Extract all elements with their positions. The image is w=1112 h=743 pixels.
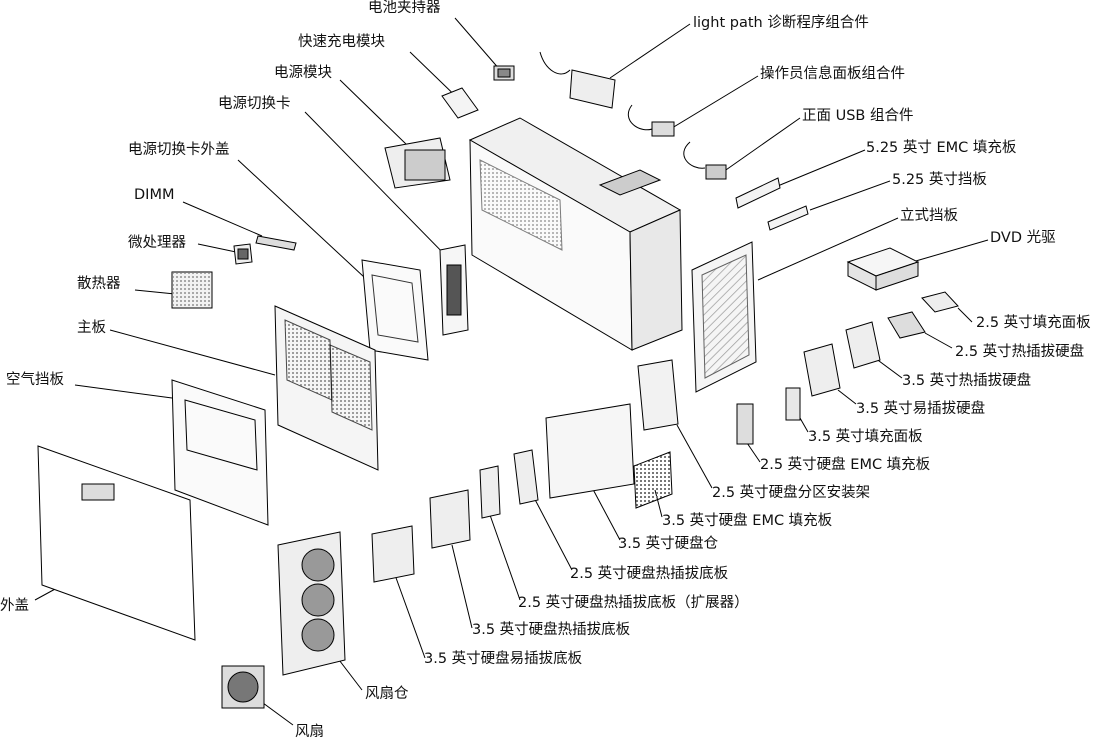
label-bezel-525: 5.25 英寸挡板: [892, 172, 987, 188]
label-cage-35: 3.5 英寸硬盘仓: [618, 536, 719, 552]
label-dvd-drive: DVD 光驱: [990, 230, 1056, 246]
emc-filler-525-part: [735, 177, 781, 209]
cage-35-part: [545, 403, 635, 499]
heat-sink-part: [171, 271, 213, 309]
label-front-usb-assembly: 正面 USB 组合件: [802, 108, 914, 124]
label-battery-holder: 电池夹持器: [368, 0, 441, 16]
power-module-part: [384, 137, 451, 189]
label-backplate-35-simple: 3.5 英寸硬盘易插拔底板: [424, 651, 583, 667]
label-filler-35: 3.5 英寸填充面板: [808, 429, 923, 445]
power-paddle-cover-part: [361, 259, 429, 361]
operator-panel-part: [627, 104, 675, 137]
dvd-drive-part: [846, 247, 920, 291]
label-operator-panel-assembly: 操作员信息面板组合件: [760, 66, 905, 82]
label-cage-25: 2.5 英寸硬盘分区安装架: [712, 485, 871, 501]
label-fan-cage: 风扇仓: [365, 686, 409, 702]
label-power-paddle-card: 电源切换卡: [218, 96, 291, 112]
label-dimm: DIMM: [134, 187, 175, 203]
label-fan: 风扇: [295, 724, 324, 740]
label-light-path-assembly: light path 诊断程序组合件: [693, 15, 869, 31]
label-filler-25: 2.5 英寸填充面板: [976, 315, 1091, 331]
power-paddle-card-part: [439, 244, 469, 336]
label-backplate-25: 2.5 英寸硬盘热插拔底板: [570, 566, 729, 582]
dimm-part: [255, 235, 297, 251]
fan-part: [221, 665, 265, 709]
front-usb-assembly-part: [683, 141, 727, 180]
label-microprocessor: 微处理器: [128, 235, 186, 251]
bezel-525-part: [767, 205, 809, 231]
chassis-part: [468, 117, 683, 351]
label-power-paddle-card-cover: 电源切换卡外盖: [128, 142, 230, 158]
label-power-module: 电源模块: [274, 65, 332, 81]
microprocessor-part: [233, 243, 253, 265]
label-backplate-25-expander: 2.5 英寸硬盘热插拔底板（扩展器）: [518, 595, 749, 611]
label-heat-sink: 散热器: [77, 276, 121, 292]
label-system-board: 主板: [77, 320, 106, 336]
backplate-25-part: [513, 449, 539, 505]
label-emc-filler-35: 3.5 英寸硬盘 EMC 填充板: [662, 513, 833, 529]
hotswap-hdd-25-part: [887, 311, 926, 339]
fast-charge-module-part: [441, 87, 479, 119]
label-tower-bezel: 立式挡板: [900, 208, 958, 224]
simpleswap-hdd-35-part: [803, 343, 841, 397]
label-air-baffle: 空气挡板: [6, 372, 64, 388]
label-hotswap-hdd-35: 3.5 英寸热插拔硬盘: [902, 373, 1032, 389]
air-baffle-part: [171, 379, 269, 526]
battery-holder-part: [493, 65, 515, 81]
label-emc-filler-525: 5.25 英寸 EMC 填充板: [866, 140, 1017, 156]
label-backplate-35: 3.5 英寸硬盘热插拔底板: [472, 622, 631, 638]
emc-filler-25-part: [736, 403, 754, 445]
cover-part: [37, 445, 196, 641]
label-cover: 外盖: [0, 598, 29, 614]
tower-bezel-part: [691, 241, 757, 393]
cage-25-part: [637, 359, 679, 431]
fan-cage-part: [277, 531, 346, 676]
label-simpleswap-hdd-35: 3.5 英寸易插拔硬盘: [856, 401, 986, 417]
backplate-35-simple-part: [371, 525, 415, 583]
label-hotswap-hdd-25: 2.5 英寸热插拔硬盘: [955, 344, 1085, 360]
label-fast-charge-module: 快速充电模块: [298, 34, 385, 50]
filler-35-part: [785, 387, 801, 421]
hotswap-hdd-35-part: [845, 321, 881, 369]
backplate-35-part: [429, 489, 471, 549]
light-path-assembly-part: [539, 51, 616, 109]
backplate-25-expander-part: [479, 465, 501, 519]
emc-filler-35-part: [633, 451, 673, 509]
filler-25-part: [921, 291, 959, 313]
system-board-part: [274, 305, 379, 471]
label-emc-filler-25: 2.5 英寸硬盘 EMC 填充板: [760, 457, 931, 473]
